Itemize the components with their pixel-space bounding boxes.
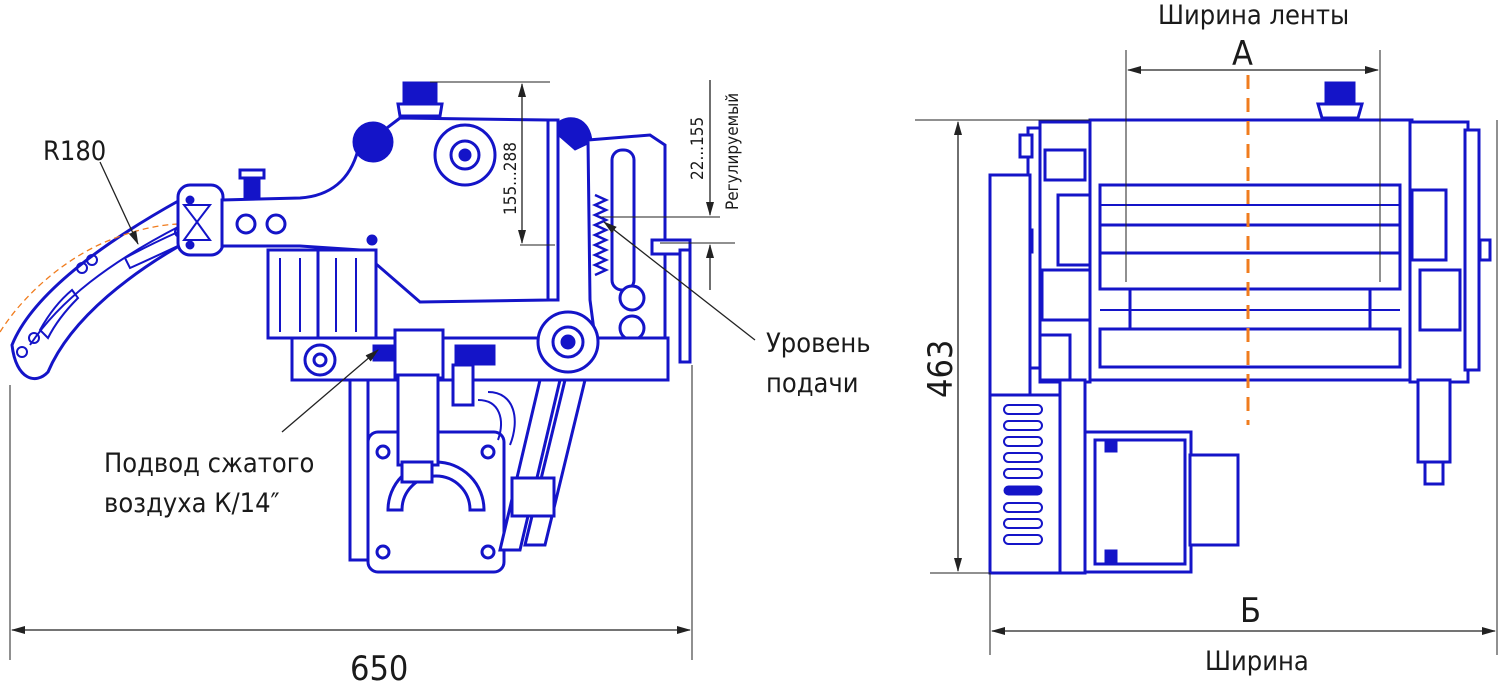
air-supply-line1: Подвод сжатого [104,448,314,479]
width-title: Ширина [1205,646,1309,677]
side-view: 155...288 22...155 Регулируемый R180 Уро… [0,80,871,685]
air-supply-line2: воздуха К/14″ [104,488,280,519]
feed-level-line2: подачи [766,368,859,399]
radius-label: R180 [43,136,106,167]
adjust-note: Регулируемый [723,93,743,210]
front-view: Ширина ленты А 463 Б Ширина [915,0,1498,677]
feed-level-line1: Уровень [766,328,871,359]
curved-guide-arm [10,198,215,381]
adjust-range-label: 22...155 [688,117,708,180]
belt-width-title: Ширина ленты [1158,0,1349,31]
belt-width-symbol: А [1232,34,1253,74]
stroke-range-label: 155...288 [501,142,521,215]
width-symbol: Б [1240,591,1261,631]
overall-length-label: 650 [350,649,408,685]
height-label: 463 [921,340,961,398]
